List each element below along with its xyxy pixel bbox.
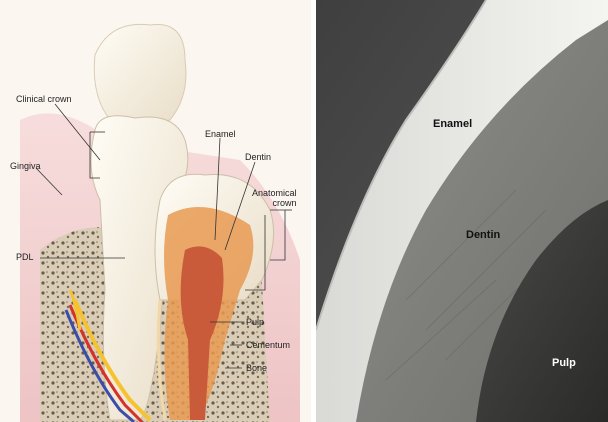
- label-pulp-micrograph: Pulp: [552, 357, 576, 369]
- tooth-cross-section-illustration: [0, 0, 311, 422]
- label-dentin: Dentin: [245, 152, 271, 162]
- label-enamel: Enamel: [205, 129, 236, 139]
- label-enamel-micrograph: Enamel: [433, 118, 472, 130]
- label-gingiva: Gingiva: [10, 161, 41, 171]
- tooth-illustration-panel: Clinical crown Gingiva PDL Enamel Dentin…: [0, 0, 311, 422]
- label-pulp: Pulp: [246, 317, 264, 327]
- label-pdl: PDL: [16, 252, 34, 262]
- label-clinical-crown: Clinical crown: [16, 94, 72, 104]
- micrograph-panel: Enamel Dentin Pulp: [316, 0, 608, 422]
- label-dentin-micrograph: Dentin: [466, 229, 500, 241]
- label-anatomical-crown: Anatomical crown: [252, 188, 297, 208]
- label-cementum: Cementum: [246, 340, 290, 350]
- label-bone: Bone: [246, 363, 267, 373]
